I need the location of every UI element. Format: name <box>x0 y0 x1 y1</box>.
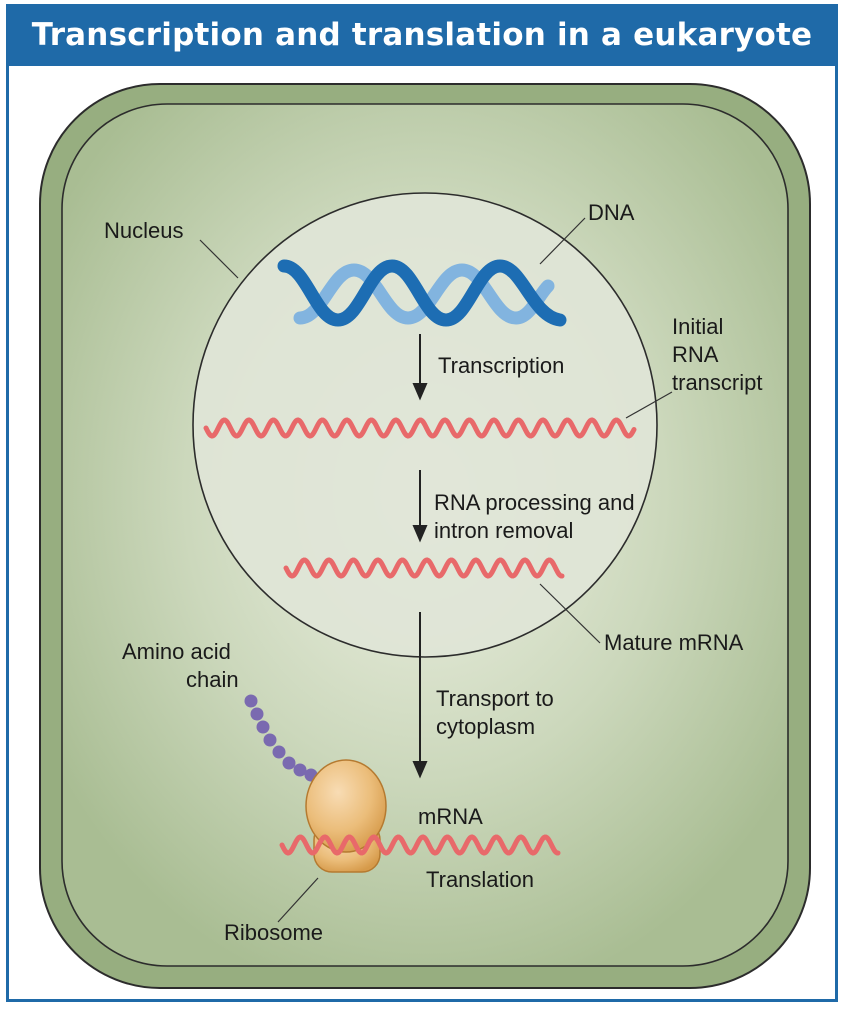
label-transport-line1: Transport to <box>436 686 554 711</box>
title-bar: Transcription and translation in a eukar… <box>6 4 838 66</box>
process-arrows <box>412 334 428 779</box>
leader-lines <box>199 217 673 923</box>
labels: Nucleus DNA Transcription Initial RNA tr… <box>104 200 762 945</box>
arrow-processing <box>412 525 428 543</box>
figure-title: Transcription and translation in a eukar… <box>31 17 813 53</box>
label-transport-line2: cytoplasm <box>436 714 535 739</box>
cytoplasmic-mrna-strand <box>279 834 561 856</box>
leader-initial-rna <box>625 391 673 419</box>
label-ribosome: Ribosome <box>224 920 323 945</box>
label-mature-mrna: Mature mRNA <box>604 630 744 655</box>
dna-strand-front <box>277 259 567 327</box>
label-dna: DNA <box>588 200 635 225</box>
label-initial-rna-line1: Initial <box>672 314 723 339</box>
dna-helix <box>277 259 567 327</box>
leader-mature-mrna <box>539 583 601 644</box>
label-mrna: mRNA <box>418 804 483 829</box>
label-translation: Translation <box>426 867 534 892</box>
label-initial-rna-line2: RNA <box>672 342 719 367</box>
mature-mrna-strand <box>283 557 565 579</box>
label-amino-line1: Amino acid <box>122 639 231 664</box>
initial-rna-transcript <box>203 417 637 439</box>
leader-dna <box>539 217 586 265</box>
amino-acid-chain <box>244 694 318 782</box>
label-processing-line2: intron removal <box>434 518 573 543</box>
label-initial-rna-line3: transcript <box>672 370 762 395</box>
ribosome <box>305 759 387 873</box>
label-processing-line1: RNA processing and <box>434 490 635 515</box>
leader-nucleus <box>199 239 239 279</box>
arrow-transcription <box>412 383 428 401</box>
label-nucleus: Nucleus <box>104 218 183 243</box>
ribosome-large-subunit <box>305 759 387 853</box>
arrow-transport <box>412 761 428 779</box>
label-amino-line2: chain <box>186 667 239 692</box>
leader-ribosome <box>277 877 319 923</box>
label-transcription: Transcription <box>438 353 564 378</box>
